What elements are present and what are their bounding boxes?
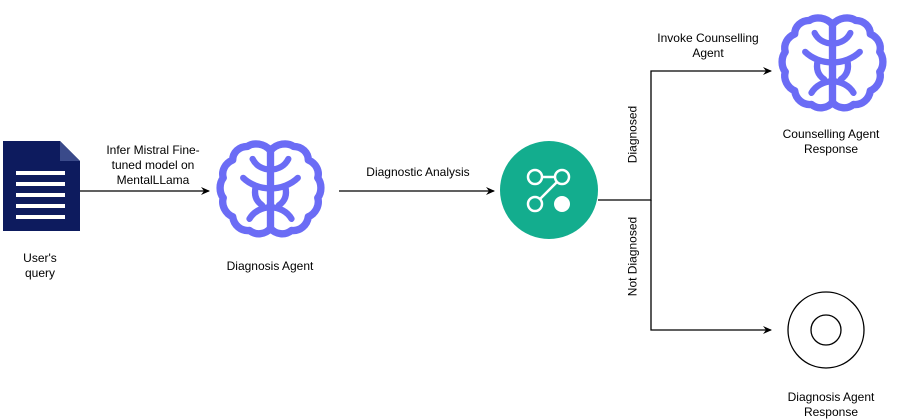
diagnostic-analysis-label: Diagnostic Analysis xyxy=(366,165,470,179)
diagnosis-response-label: Diagnosis Agent Response xyxy=(787,390,875,419)
infer-edge-label: Infer Mistral Fine- tuned model on Menta… xyxy=(106,143,200,187)
diagnosed-label: Diagnosed xyxy=(625,105,640,164)
brain-icon xyxy=(782,18,883,108)
counselling-response-label: Counselling Agent Response xyxy=(782,127,880,156)
user-query-label: User's query xyxy=(23,251,57,280)
edge-not-diagnosed-line xyxy=(650,200,772,334)
diagnosis-agent-label: Diagnosis Agent xyxy=(226,259,314,273)
edge-diagnosed-line xyxy=(598,67,772,201)
not-diagnosed-label: Not Diagnosed xyxy=(625,216,640,297)
double-circle-icon xyxy=(787,291,865,369)
document-icon xyxy=(3,141,80,231)
router-branch-icon xyxy=(500,141,598,239)
brain-icon xyxy=(220,144,321,234)
invoke-counselling-label: Invoke Counselling Agent xyxy=(657,31,759,60)
